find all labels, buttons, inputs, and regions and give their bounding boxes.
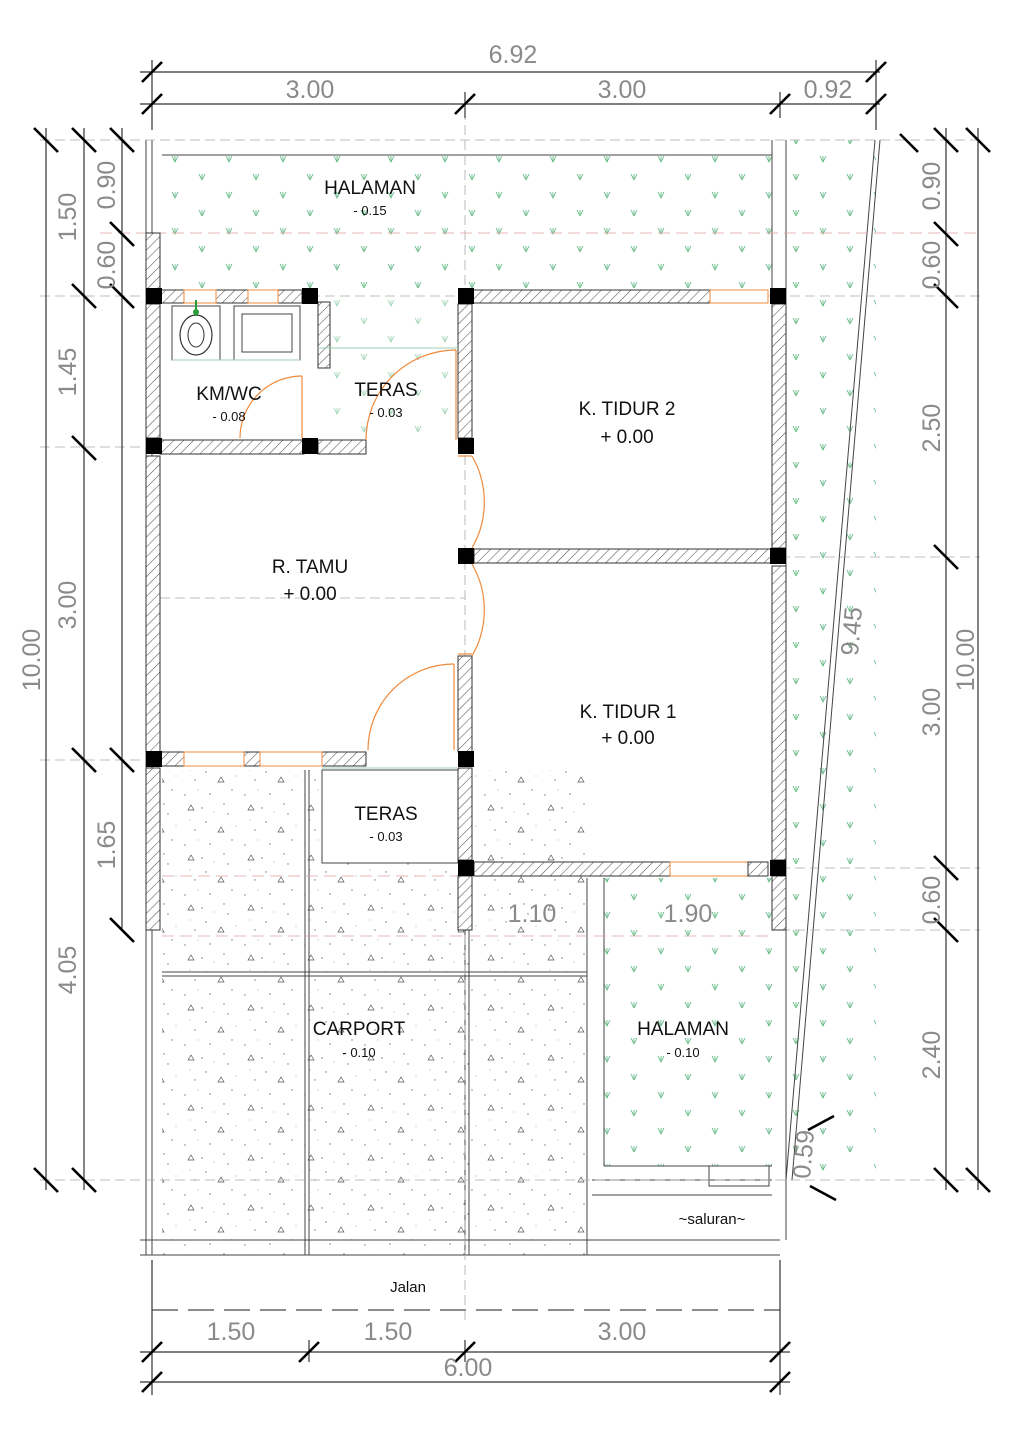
dim-right-total: 10.00 — [952, 629, 980, 692]
room-rtamu-level: + 0.00 — [283, 584, 336, 605]
dim-inner-b: 1.90 — [664, 900, 713, 928]
dim-right-5: 0.60 — [918, 876, 946, 925]
room-teras-bottom-level: - 0.03 — [369, 829, 402, 844]
walls — [145, 232, 787, 931]
dim-bottom-2: 1.50 — [364, 1318, 413, 1346]
dim-top-1: 3.00 — [286, 76, 335, 104]
room-labels: HALAMAN - 0.15 KM/WC - 0.08 TERAS - 0.03… — [196, 178, 745, 1296]
dimension-texts: 6.92 3.00 3.00 0.92 1.50 1.50 3.00 6.00 … — [18, 41, 980, 1382]
dim-right-1: 0.90 — [918, 162, 946, 211]
room-kmwc-name: KM/WC — [196, 384, 261, 405]
room-halaman-top-level: - 0.15 — [353, 203, 386, 218]
room-ktidur2-name: K. TIDUR 2 — [579, 399, 676, 420]
dim-top-total: 6.92 — [489, 41, 538, 69]
dim-left-outer-2: 3.00 — [54, 581, 82, 630]
room-halaman-top-name: HALAMAN — [324, 178, 416, 199]
dim-left-inner-1: 0.90 — [93, 161, 121, 210]
room-rtamu-name: R. TAMU — [272, 557, 348, 578]
dim-right-6: 2.40 — [918, 1031, 946, 1080]
room-teras-bottom-name: TERAS — [354, 804, 417, 825]
dim-inner-a: 1.10 — [508, 900, 557, 928]
bak-mandi-icon — [233, 305, 301, 361]
room-carport-name: CARPORT — [313, 1019, 406, 1040]
room-ktidur1-level: + 0.00 — [601, 728, 654, 749]
room-halaman-bottom-level: - 0.10 — [666, 1045, 699, 1060]
room-kmwc-level: - 0.08 — [212, 409, 245, 424]
teras-top-area — [318, 300, 458, 440]
teras-bottom-area — [321, 769, 459, 864]
room-teras-top-level: - 0.03 — [369, 405, 402, 420]
dim-bottom-1: 1.50 — [207, 1318, 256, 1346]
dim-left-inner-3: 1.45 — [54, 348, 82, 397]
dim-bottom-3: 3.00 — [598, 1318, 647, 1346]
dim-left-outer-1: 1.50 — [54, 193, 82, 242]
dim-top-2: 3.00 — [598, 76, 647, 104]
jalan-label: Jalan — [390, 1279, 426, 1296]
room-halaman-bottom-name: HALAMAN — [637, 1019, 729, 1040]
dim-diagonal: 9.45 — [836, 606, 868, 657]
room-carport-level: - 0.10 — [342, 1045, 375, 1060]
dim-diagonal-small: 0.59 — [788, 1129, 820, 1180]
doors — [239, 347, 485, 769]
dim-top-3: 0.92 — [804, 76, 853, 104]
dim-right-4: 3.00 — [918, 688, 946, 737]
halaman-bottom-area — [604, 878, 772, 1166]
windows — [183, 289, 769, 877]
columns — [146, 288, 786, 876]
dim-right-3: 2.50 — [918, 404, 946, 453]
carport-tile-grid — [162, 770, 588, 1255]
dim-left-inner-2: 0.60 — [93, 241, 121, 290]
halaman-top-area — [162, 155, 772, 295]
dim-left-inner-4: 1.65 — [93, 821, 121, 870]
dim-left-outer-3: 4.05 — [54, 946, 82, 995]
saluran-label: ~saluran~ — [679, 1211, 746, 1228]
toilet-icon — [171, 300, 221, 361]
room-ktidur1-name: K. TIDUR 1 — [580, 702, 677, 723]
dim-bottom-total: 6.00 — [444, 1354, 493, 1382]
dim-right-2: 0.60 — [918, 241, 946, 290]
room-teras-top-name: TERAS — [354, 380, 417, 401]
room-ktidur2-level: + 0.00 — [600, 427, 653, 448]
dimension-ticks — [33, 61, 991, 1393]
dim-left-total: 10.00 — [18, 629, 46, 692]
